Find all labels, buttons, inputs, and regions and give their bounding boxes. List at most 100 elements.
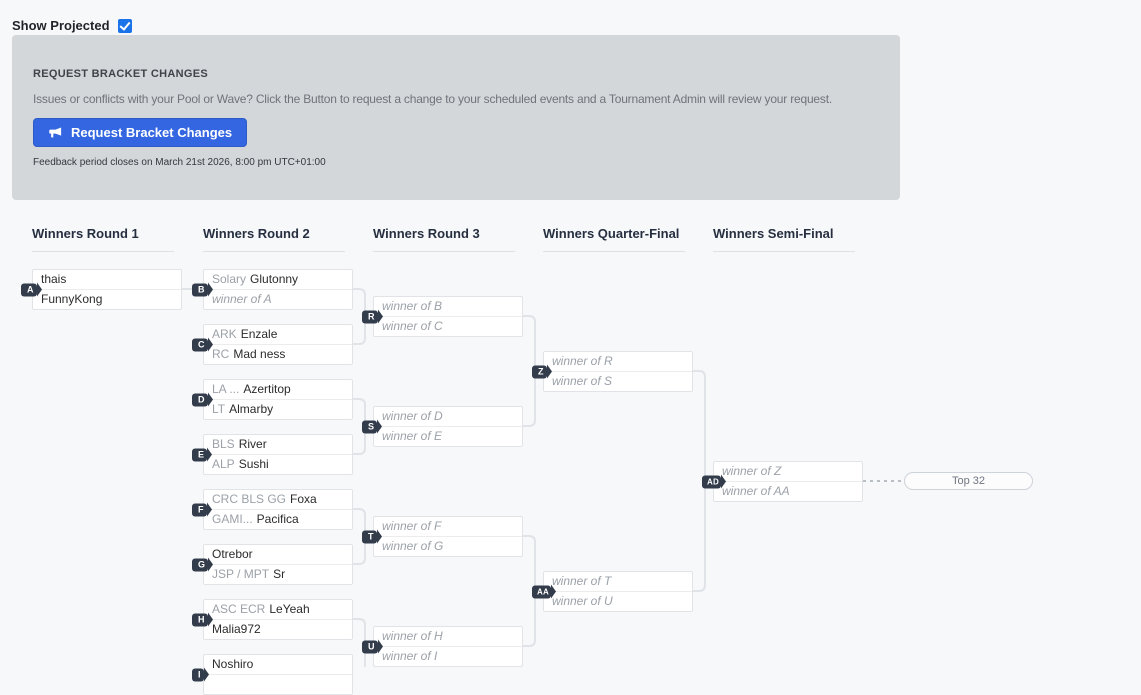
player-slot: Noshiro xyxy=(204,655,352,675)
player-slot: FunnyKong xyxy=(33,290,181,309)
team-prefix: LA ... xyxy=(212,382,240,396)
match-label-badge: G xyxy=(192,558,209,571)
slot-placeholder: winner of U xyxy=(552,594,613,608)
player-slot: winner of U xyxy=(544,592,692,611)
player-slot: LA ...Azertitop xyxy=(204,380,352,400)
player-slot: winner of E xyxy=(374,427,522,446)
player-name: Pacifica xyxy=(256,512,299,526)
match-label-badge: S xyxy=(362,420,378,433)
team-prefix: ASC ECR xyxy=(212,602,266,616)
player-name: Noshiro xyxy=(212,657,254,671)
team-prefix: BLS xyxy=(212,437,235,451)
team-prefix: ARK xyxy=(212,327,237,341)
player-name: Glutonny xyxy=(250,272,299,286)
round-header-winners-semi-final: Winners Semi-Final xyxy=(713,226,855,252)
player-slot: winner of F xyxy=(374,517,522,537)
player-slot: winner of I xyxy=(374,647,522,666)
player-slot: winner of H xyxy=(374,627,522,647)
player-name: River xyxy=(238,437,267,451)
slot-placeholder: winner of S xyxy=(552,374,613,388)
match-label-badge: I xyxy=(192,668,204,681)
team-prefix: CRC BLS GG xyxy=(212,492,287,506)
player-name: Foxa xyxy=(290,492,317,506)
player-name: Azertitop xyxy=(243,382,291,396)
request-button-label: Request Bracket Changes xyxy=(71,125,233,140)
player-name: Malia972 xyxy=(212,622,261,636)
request-bracket-changes-panel: REQUEST BRACKET CHANGES Issues or confli… xyxy=(12,35,900,200)
slot-placeholder: winner of R xyxy=(552,354,613,368)
player-name: FunnyKong xyxy=(41,292,103,306)
round-header-winners-quarter-final: Winners Quarter-Final xyxy=(543,226,685,252)
team-prefix: ALP xyxy=(212,457,235,471)
player-slot: winner of A xyxy=(204,290,352,309)
player-slot: GAMI...Pacifica xyxy=(204,510,352,529)
team-prefix: LT xyxy=(212,402,226,416)
slot-placeholder: winner of D xyxy=(382,409,443,423)
player-slot xyxy=(204,675,352,694)
player-slot: thais xyxy=(33,270,181,290)
player-slot: Otrebor xyxy=(204,545,352,565)
slot-placeholder: winner of B xyxy=(382,299,443,313)
panel-description: Issues or conflicts with your Pool or Wa… xyxy=(33,92,832,106)
player-name: Enzale xyxy=(240,327,278,341)
team-prefix: Solary xyxy=(212,272,247,286)
show-projected-checkbox[interactable] xyxy=(117,18,132,33)
match-label-badge: B xyxy=(192,283,208,296)
match-label-badge: F xyxy=(192,503,207,516)
player-slot: winner of R xyxy=(544,352,692,372)
round-header-winners-round-3: Winners Round 3 xyxy=(373,226,515,252)
team-prefix: JSP / MPT xyxy=(212,567,270,581)
slot-placeholder: winner of E xyxy=(382,429,443,443)
slot-placeholder: winner of F xyxy=(382,519,442,533)
request-bracket-changes-button[interactable]: Request Bracket Changes xyxy=(33,118,248,147)
match-label-badge: D xyxy=(192,393,208,406)
match-label-badge: E xyxy=(192,448,208,461)
player-slot: Malia972 xyxy=(204,620,352,639)
player-slot: winner of C xyxy=(374,317,522,336)
megaphone-icon xyxy=(49,127,62,138)
slot-placeholder: winner of C xyxy=(382,319,443,333)
player-name: Mad ness xyxy=(233,347,286,361)
feedback-period-note: Feedback period closes on March 21st 202… xyxy=(33,157,326,168)
match-I[interactable]: I Noshiro xyxy=(192,654,353,695)
match-label-badge: U xyxy=(362,640,378,653)
player-slot: winner of B xyxy=(374,297,522,317)
slot-placeholder: winner of AA xyxy=(722,484,790,498)
team-prefix: RC xyxy=(212,347,230,361)
slot-placeholder: winner of I xyxy=(382,649,438,663)
match-label-badge: A xyxy=(21,283,37,296)
panel-title: REQUEST BRACKET CHANGES xyxy=(33,68,208,80)
player-slot: winner of T xyxy=(544,572,692,592)
round-header-winners-round-2: Winners Round 2 xyxy=(203,226,345,252)
player-name: LeYeah xyxy=(269,602,310,616)
slot-placeholder: winner of G xyxy=(382,539,444,553)
final-placement-pill: Top 32 xyxy=(904,472,1033,490)
player-name: Almarby xyxy=(229,402,274,416)
match-label-badge: Z xyxy=(532,365,547,378)
slot-placeholder: winner of T xyxy=(552,574,612,588)
match-label-badge: AD xyxy=(702,475,721,488)
